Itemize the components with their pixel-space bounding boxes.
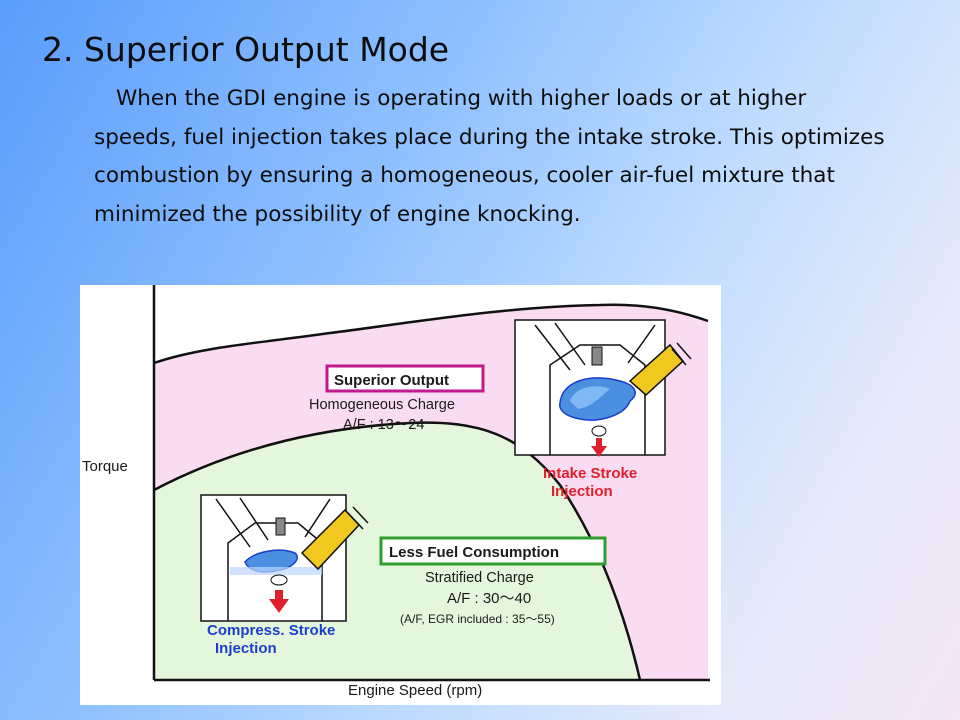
less-fuel-heading: Less Fuel Consumption <box>389 544 559 561</box>
gdi-mode-diagram: Torque Engine Speed (rpm) Superior Outpu… <box>80 285 721 705</box>
intake-injection-label: Injection <box>551 483 613 500</box>
superior-output-heading: Superior Output <box>334 372 449 389</box>
egr-included-note: (A/F, EGR included : 35～55) <box>400 612 555 626</box>
full-load-curve <box>153 303 709 365</box>
compress-injection-label: Injection <box>215 640 277 657</box>
less-fuel-af-ratio: A/F : 30～40 <box>447 590 531 607</box>
homogeneous-charge-label: Homogeneous Charge <box>309 397 455 413</box>
x-axis-label: Engine Speed (rpm) <box>348 682 482 699</box>
slide-title: 2. Superior Output Mode <box>42 30 450 69</box>
compress-cylinder-illustration <box>200 494 369 622</box>
superior-af-ratio: A/F : 13～24 <box>343 417 424 433</box>
diagram-svg: Torque Engine Speed (rpm) Superior Outpu… <box>82 285 710 699</box>
less-fuel-box <box>379 536 607 566</box>
compress-stroke-label: Compress. Stroke <box>207 622 335 639</box>
slide-paragraph: When the GDI engine is operating with hi… <box>94 86 885 227</box>
superior-output-box <box>325 364 485 393</box>
stratified-charge-label: Stratified Charge <box>425 570 534 586</box>
y-axis-label: Torque <box>82 458 128 475</box>
mode-boundary-curve <box>153 421 642 681</box>
intake-stroke-label: Intake Stroke <box>543 465 637 482</box>
intake-cylinder-illustration <box>514 319 692 457</box>
